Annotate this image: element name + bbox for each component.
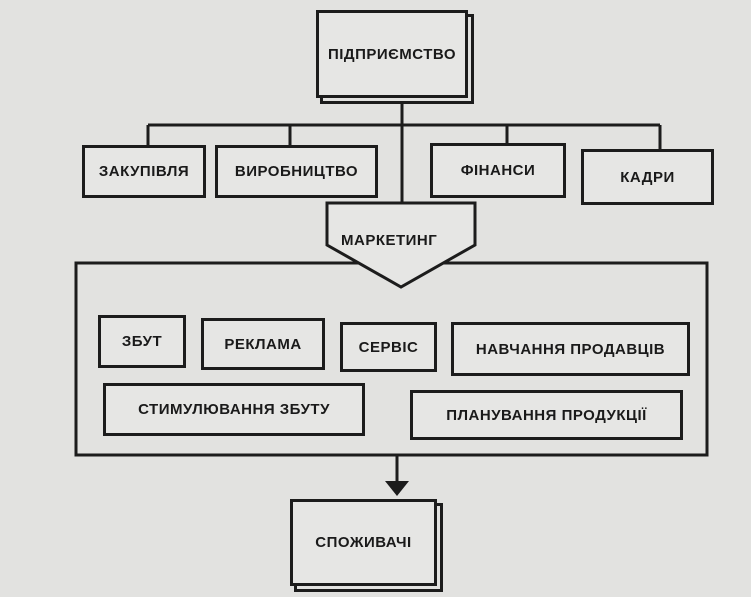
function-box-service: СЕРВІС: [340, 322, 437, 372]
department-box-personnel: КАДРИ: [581, 149, 714, 205]
department-label: ЗАКУПІВЛЯ: [98, 163, 190, 180]
function-label: СЕРВІС: [358, 338, 419, 356]
function-box-advertising: РЕКЛАМА: [201, 318, 325, 370]
marketing-label: МАРКЕТИНГ: [341, 232, 438, 249]
department-box-production: ВИРОБНИЦТВО: [215, 145, 378, 198]
function-label: СТИМУЛЮВАННЯ ЗБУТУ: [138, 401, 330, 418]
department-box-finance: ФІНАНСИ: [430, 143, 566, 198]
function-label: ПЛАНУВАННЯ ПРОДУКЦІЇ: [446, 406, 647, 424]
enterprise-box: ПІДПРИЄМСТВО: [316, 10, 468, 98]
function-label: НАВЧАННЯ ПРОДАВЦІВ: [475, 340, 666, 358]
arrow-head: [385, 481, 409, 496]
function-label: РЕКЛАМА: [224, 335, 302, 353]
function-box-sales-promotion: СТИМУЛЮВАННЯ ЗБУТУ: [103, 383, 365, 436]
function-box-sales: ЗБУТ: [98, 315, 186, 368]
function-label: ЗБУТ: [121, 333, 163, 350]
department-label: ФІНАНСИ: [460, 162, 536, 179]
department-label: ВИРОБНИЦТВО: [234, 163, 359, 180]
marketing-shape: [325, 201, 477, 289]
consumers-label: СПОЖИВАЧІ: [315, 534, 412, 551]
function-box-product-planning: ПЛАНУВАННЯ ПРОДУКЦІЇ: [410, 390, 683, 440]
consumers-box: СПОЖИВАЧІ: [290, 499, 437, 586]
enterprise-label: ПІДПРИЄМСТВО: [327, 45, 457, 63]
department-box-procurement: ЗАКУПІВЛЯ: [82, 145, 206, 198]
department-label: КАДРИ: [620, 168, 675, 186]
function-box-seller-training: НАВЧАННЯ ПРОДАВЦІВ: [451, 322, 690, 376]
